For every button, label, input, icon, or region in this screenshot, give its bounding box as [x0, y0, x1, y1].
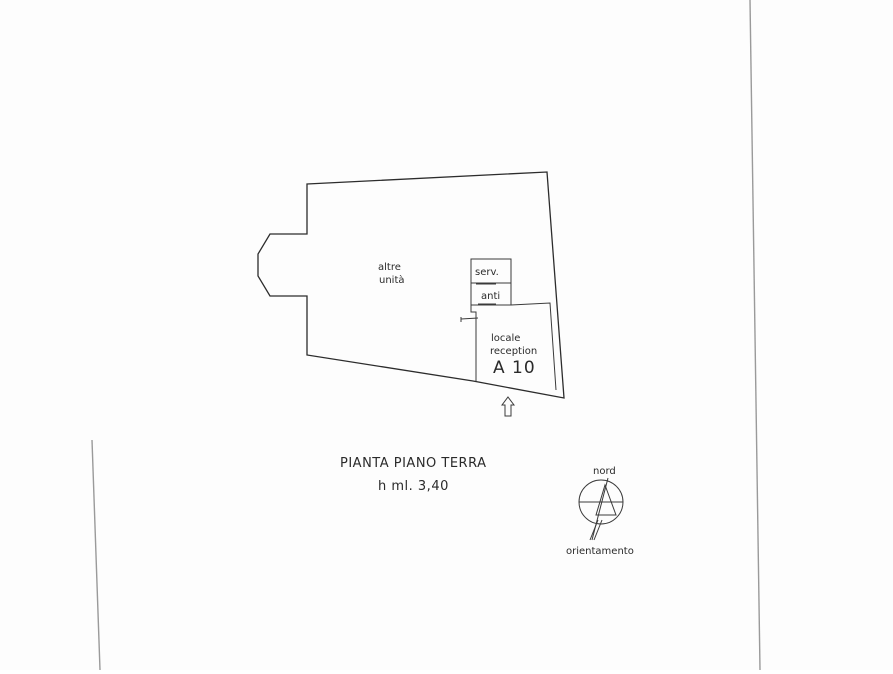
building-outline: [257, 171, 565, 399]
compass-north-label: nord: [593, 466, 616, 477]
plan-title: PIANTA PIANO TERRA: [340, 456, 487, 471]
compass-orientation-label: orientamento: [566, 546, 634, 557]
reception-room: [470, 305, 477, 381]
reception-door: [460, 317, 479, 320]
height-note: h ml. 3,40: [378, 479, 449, 494]
label-service: serv.: [475, 267, 499, 278]
reception-right-wall: [510, 302, 557, 391]
label-other-units-1: altre: [378, 262, 401, 273]
sheet-right-border: [749, 0, 761, 671]
unit-code: A 10: [493, 358, 536, 378]
label-other-units-2: unità: [379, 274, 405, 286]
label-anti: anti: [481, 291, 500, 302]
label-reception-1: locale: [491, 333, 520, 344]
sheet-left-border: [91, 439, 101, 671]
entrance-arrow-icon: [501, 396, 515, 417]
label-reception-2: reception: [490, 346, 537, 357]
north-compass-icon: [578, 477, 624, 541]
service-room: [470, 258, 512, 306]
